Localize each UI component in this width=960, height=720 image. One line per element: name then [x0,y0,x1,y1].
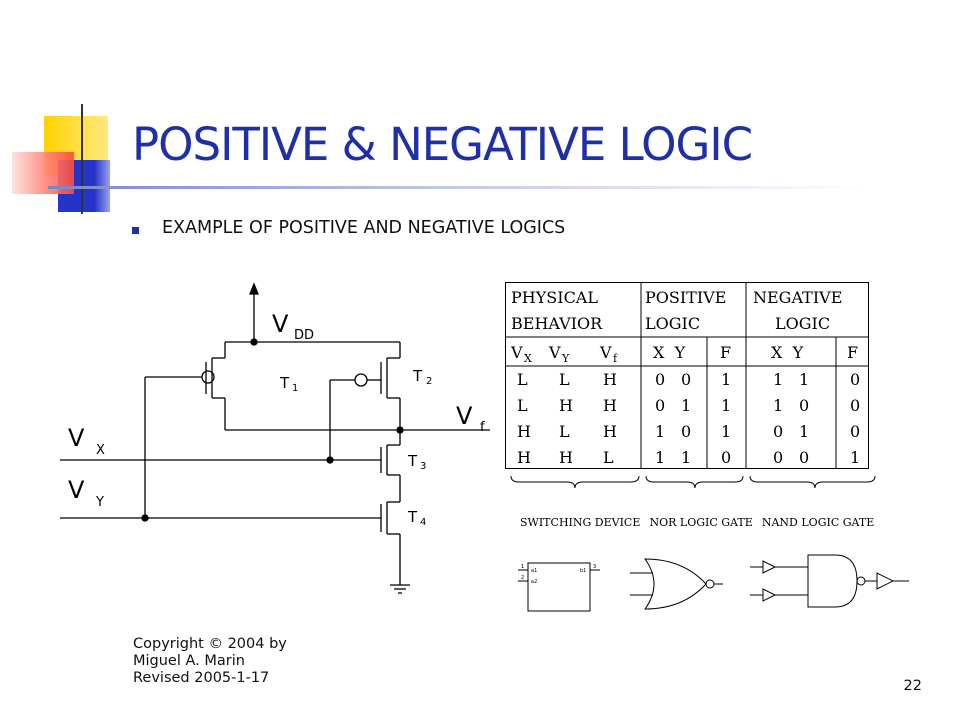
vy-label: V [68,476,85,504]
truth-cell-vx: H [517,422,531,441]
truth-table: PHYSICAL BEHAVIOR POSITIVE LOGIC NEGATIV… [505,282,869,469]
pin-in1: 1 [521,564,524,570]
page-number: 22 [903,678,922,694]
truth-cell-vf: L [603,448,614,467]
truth-cell-ny: 1 [799,422,809,441]
truth-cell-pf: 1 [721,422,731,441]
nand-gate-symbol [750,554,909,608]
truth-cell-ny: 0 [799,396,809,415]
sub-pos-f: F [720,343,731,362]
brace-nor [645,475,744,489]
t4-subscript: 4 [420,517,426,528]
vf-subscript: f [480,420,485,435]
truth-cell-vy: L [559,370,570,389]
title-underline [48,186,868,189]
truth-cell-vf: H [603,396,617,415]
footer-line-3: Revised 2005-1-17 [133,670,270,686]
t3-subscript: 3 [420,461,426,472]
vx-subscript: X [96,443,105,458]
truth-cell-vy: L [559,422,570,441]
sub-neg-xy: X Y [771,343,804,362]
vf-label: V [456,402,473,430]
truth-cell-nx: 1 [773,396,783,415]
truth-cell-px: 1 [655,448,665,467]
sub-vf-sub: f [613,352,618,365]
vx-label: V [68,424,85,452]
truth-cell-nf: 0 [850,422,860,441]
truth-cell-nx: 1 [773,370,783,389]
truth-cell-pf: 1 [721,396,731,415]
sub-vx-sub: X [524,352,532,365]
header-positive-1: POSITIVE [645,288,726,307]
pin-in2: 2 [521,575,524,581]
truth-cell-vx: L [517,396,528,415]
sub-vx: V [510,343,523,362]
truth-cell-nx: 0 [773,448,783,467]
truth-cell-px: 1 [655,422,665,441]
slide-title: POSITIVE & NEGATIVE LOGIC [132,118,753,171]
caption-switching-device: SWITCHING DEVICE [520,516,641,529]
pin-a2: a2 [531,579,537,585]
truth-cell-pf: 1 [721,370,731,389]
truth-cell-py: 0 [681,370,691,389]
header-negative-2: LOGIC [775,314,830,333]
bullet-marker [132,227,139,234]
truth-cell-pf: 0 [721,448,731,467]
caption-nand-gate: NAND LOGIC GATE [761,516,875,529]
truth-cell-nf: 0 [850,370,860,389]
cmos-circuit-diagram: V DD T 1 T 2 V f V X T 3 V Y T 4 [60,282,490,594]
vdd-label: V [272,310,289,338]
truth-cell-vf: H [603,370,617,389]
truth-cell-nf: 0 [850,396,860,415]
t1-label: T [279,374,290,392]
header-physical-1: PHYSICAL [511,288,598,307]
t4-label: T [407,508,418,526]
truth-cell-px: 0 [655,370,665,389]
sub-pos-xy: X Y [653,343,686,362]
caption-nor-gate: NOR LOGIC GATE [649,516,753,529]
sub-neg-f: F [847,343,858,362]
truth-cell-vx: L [517,370,528,389]
truth-cell-nx: 0 [773,422,783,441]
sub-vy-sub: Y [561,352,570,365]
t2-label: T [412,367,423,385]
pin-a1: a1 [531,568,537,574]
switching-device-symbol [527,562,591,612]
footer-line-1: Copyright © 2004 by [133,636,287,652]
group-braces [510,475,876,489]
truth-cell-py: 1 [681,448,691,467]
truth-cell-py: 1 [681,396,691,415]
brace-switching [510,475,640,489]
t3-label: T [407,452,418,470]
sub-vy: V [548,343,561,362]
pin-b1: b1 [580,568,586,574]
sub-vf: V [599,343,612,362]
t2-subscript: 2 [426,376,432,387]
truth-cell-ny: 0 [799,448,809,467]
truth-cell-vy: H [559,396,573,415]
truth-cell-vx: H [517,448,531,467]
truth-cell-vy: H [559,448,573,467]
gate-symbols: 1 2 a1 a2 b1 3 [518,554,909,612]
truth-cell-px: 0 [655,396,665,415]
truth-cell-py: 0 [681,422,691,441]
header-physical-2: BEHAVIOR [511,314,603,333]
corner-decoration [0,0,140,230]
vdd-subscript: DD [294,328,314,343]
brace-nand [749,475,876,489]
vy-subscript: Y [95,495,104,510]
pin-out: 3 [593,564,596,570]
truth-cell-vf: H [603,422,617,441]
gate-captions: SWITCHING DEVICE NOR LOGIC GATE NAND LOG… [520,511,878,530]
bullet-text: EXAMPLE OF POSITIVE AND NEGATIVE LOGICS [162,218,566,238]
nor-gate-symbol [630,558,723,610]
truth-cell-nf: 1 [850,448,860,467]
header-positive-2: LOGIC [645,314,700,333]
copyright-footer: Copyright © 2004 by Miguel A. Marin Revi… [133,636,287,687]
header-negative-1: NEGATIVE [753,288,842,307]
footer-line-2: Miguel A. Marin [133,653,245,669]
truth-cell-ny: 1 [799,370,809,389]
t1-subscript: 1 [292,383,298,394]
